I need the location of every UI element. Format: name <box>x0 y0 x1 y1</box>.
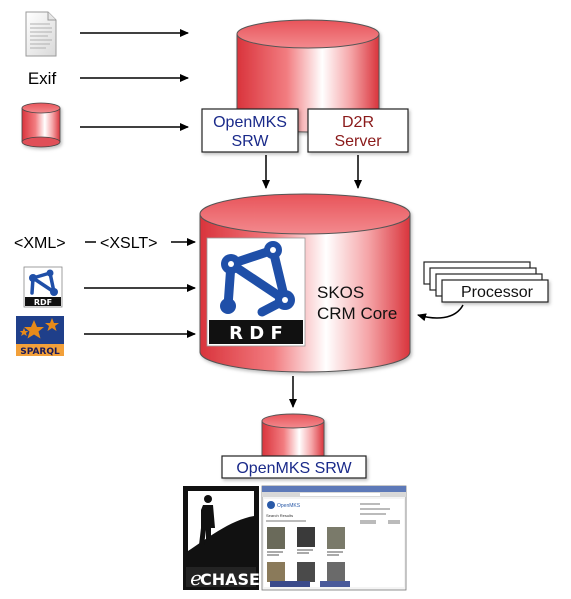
exif-label: Exif <box>28 69 57 88</box>
processor-stack: Processor <box>423 261 549 303</box>
small-database-icon <box>21 102 61 148</box>
rdf-logo-text: R D F <box>229 323 283 344</box>
rdf-small-text: RDF <box>34 298 52 307</box>
sparql-text: SPARQL <box>20 347 60 357</box>
rdf-logo: R D F <box>206 237 306 347</box>
bottom-openmks-label: OpenMKS SRW <box>236 460 352 477</box>
processor-label: Processor <box>461 284 534 301</box>
processor-loop-arrow <box>417 304 464 322</box>
document-icon <box>25 11 57 57</box>
core-label-crm: CRM Core <box>317 304 397 323</box>
openmks-srw-line2: SRW <box>231 133 269 150</box>
sparql-icon: SPARQL <box>16 316 64 357</box>
openmks-srw-line1: OpenMKS <box>213 114 287 131</box>
d2r-server-box: D2R Server <box>307 108 409 153</box>
core-label-skos: SKOS <box>317 283 364 302</box>
web-screenshot-thumbnail: OpenMKS Search Results <box>261 485 407 591</box>
d2r-line2: Server <box>334 133 382 150</box>
xslt-label: <XSLT> <box>100 235 158 252</box>
xml-label: <XML> <box>14 235 66 252</box>
bottom-openmks-box: OpenMKS SRW <box>221 455 367 479</box>
echase-e: e <box>190 566 202 590</box>
echase-text: CHASE <box>200 570 260 589</box>
openmks-srw-box: OpenMKS SRW <box>201 108 299 153</box>
d2r-line1: D2R <box>342 114 374 131</box>
echase-logo: e CHASE <box>183 486 260 590</box>
rdf-small-icon: RDF <box>23 266 63 308</box>
screenshot-heading: Search Results <box>266 513 293 518</box>
bottom-store-cylinder <box>261 413 325 463</box>
screenshot-brand: OpenMKS <box>277 503 301 509</box>
